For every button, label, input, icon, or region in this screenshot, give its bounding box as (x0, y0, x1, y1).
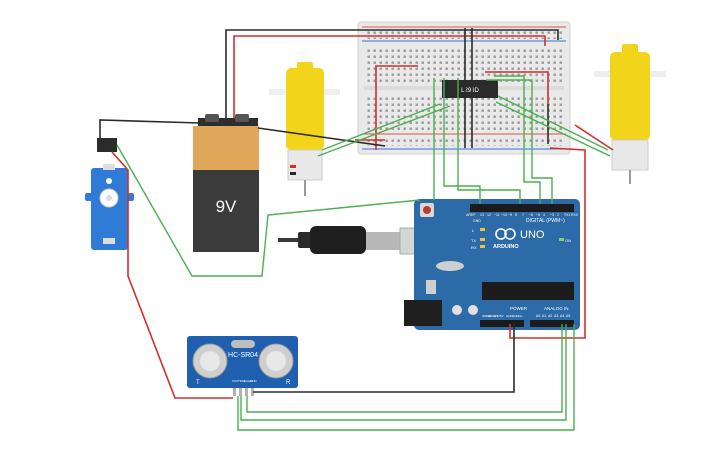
sensor-mark-t: T (196, 380, 200, 386)
wire-red (574, 124, 614, 151)
wire-green (457, 78, 521, 204)
wire-black (99, 119, 201, 138)
sensor-pin-labels: VCC TRIG ECHO GND (232, 379, 258, 383)
pin-label: 7 (522, 213, 524, 217)
power-pin-labels: IOREF RESET 3.3V 5V GND GND Vin (482, 314, 523, 318)
sensor-label: HC-SR04 (228, 352, 258, 359)
pin-label: A1 (542, 314, 546, 318)
pin-label: 5V (500, 314, 504, 318)
pin-label: ~9 (508, 213, 512, 217)
pin-label: VCC (232, 379, 239, 383)
pin-label: RX0 (571, 213, 578, 217)
pin-label: IOREF (482, 314, 491, 318)
wire-green (317, 105, 451, 157)
pin-label: 12 (487, 213, 491, 217)
wire-green (443, 78, 481, 204)
pin-label: A2 (548, 314, 552, 318)
arduino-logo-icon (495, 228, 516, 240)
power-header-label: POWER (510, 306, 528, 311)
wire-green (246, 324, 563, 413)
wire-green (321, 103, 441, 151)
pin-label: 4 (543, 213, 545, 217)
pin-label: GND (512, 314, 520, 318)
pin-label: ~6 (529, 213, 533, 217)
led-rx-label: RX (471, 245, 477, 250)
pin-label: TX1 (564, 213, 570, 217)
wire-black (225, 29, 559, 118)
pin-label: A0 (536, 314, 540, 318)
battery-label: 9V (216, 197, 237, 216)
chip-label: L293D (461, 88, 479, 94)
ultrasonic-sensor-hc-sr04[interactable]: HC-SR04 T R VCC TRIG ECHO GND (187, 336, 298, 396)
pin-label: TRIG (238, 379, 246, 383)
pin-label: 13 (480, 213, 484, 217)
arduino-uno-board[interactable]: DIGITAL (PWM~) 13 12 ~11 ~10 ~9 8 7 ~6 ~… (404, 199, 580, 330)
wire-green (237, 324, 575, 431)
pin-label: 2 (557, 213, 559, 217)
wire-green (495, 101, 611, 157)
analog-header-label: ANALOG IN (544, 306, 569, 311)
pin-label: A5 (566, 314, 570, 318)
wire-red (485, 71, 549, 104)
wire-green (497, 95, 609, 151)
pin-label: Vin (518, 314, 523, 318)
pin-label: A3 (554, 314, 558, 318)
wire-black (257, 127, 386, 147)
wires-red (111, 35, 614, 399)
digital-pin-labels: 13 12 ~11 ~10 ~9 8 7 ~6 ~5 4 ~3 2 TX1 RX… (466, 213, 578, 223)
wire-green (486, 79, 553, 204)
pin-label: GND (250, 379, 258, 383)
pin-label: A4 (560, 314, 564, 318)
wire-black (253, 324, 515, 393)
wire-green (240, 324, 567, 421)
pin-label: RESET (488, 314, 498, 318)
pin-label: ECHO (244, 379, 253, 383)
pin-label: 3.3V (494, 314, 500, 318)
wires-green (116, 75, 611, 431)
servo-motor[interactable] (85, 138, 134, 250)
dc-motor-left[interactable] (269, 62, 340, 196)
board-model: UNO (520, 229, 545, 241)
led-l-label: L (472, 228, 475, 233)
l293d-chip[interactable]: L293D (442, 80, 498, 98)
battery-9v[interactable]: 9V (193, 114, 259, 252)
analog-pin-labels: A0 A1 A2 A3 A4 A5 (536, 314, 570, 318)
sensor-mark-r: R (286, 380, 291, 386)
wire-green (116, 144, 421, 277)
pin-label: AREF (466, 213, 475, 217)
led-on-label: ON (565, 238, 571, 243)
wire-red (233, 35, 546, 118)
pin-label: 8 (515, 213, 517, 217)
usb-cable (278, 226, 429, 255)
pin-label: GND (506, 314, 514, 318)
wire-red (375, 65, 418, 150)
wires-black (99, 28, 559, 393)
wire-red (111, 151, 233, 399)
led-tx-label: TX (471, 238, 476, 243)
dc-motor-right[interactable] (594, 44, 666, 184)
digital-header-label: DIGITAL (PWM~) (526, 218, 565, 224)
wire-red (509, 147, 586, 339)
pin-label: ~5 (536, 213, 540, 217)
pin-label: ~10 (501, 213, 507, 217)
pin-label: ~11 (494, 213, 500, 217)
pin-label: GND (473, 219, 481, 223)
board-logo-text: ARDUINO (493, 244, 519, 250)
pin-label: ~3 (550, 213, 554, 217)
wire-green (494, 75, 541, 204)
